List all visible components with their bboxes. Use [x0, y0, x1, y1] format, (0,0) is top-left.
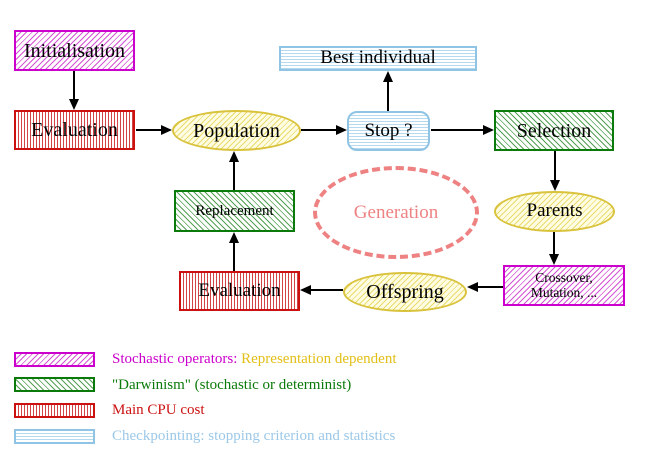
arrowhead-down-icon [549, 254, 559, 265]
arrowhead-right-icon [336, 125, 347, 135]
legend-item-stochastic-operators: Stochastic operators: Representation dep… [112, 351, 397, 368]
arrowhead-up-icon [229, 232, 239, 243]
legend-swatch-green-diagonal-hatch [14, 377, 95, 392]
legend-item-main-cpu-cost: Main CPU cost [112, 402, 205, 418]
legend-item-checkpointing: Checkpointing: stopping criterion and st… [112, 428, 396, 444]
arrow-parents-to-crossover [553, 232, 555, 255]
node-selection: Selection [494, 110, 614, 151]
arrow-stop-to-best-individual [387, 82, 389, 111]
arrowhead-down-icon [69, 99, 79, 110]
generation-loop-ellipse: Generation [313, 166, 479, 259]
node-replacement: Replacement [174, 190, 295, 232]
legend-swatch-red-vertical-stripes [14, 403, 95, 418]
arrow-replacement-to-population [233, 162, 235, 190]
node-parents: Parents [494, 191, 615, 232]
arrowhead-left-icon [467, 282, 478, 292]
arrow-selection-to-parents [554, 151, 556, 181]
arrow-population-to-stop [301, 129, 337, 131]
arrowhead-left-icon [300, 285, 311, 295]
crossover-label-line1: Crossover, [535, 269, 593, 285]
arrow-stop-to-selection [431, 129, 484, 131]
node-population: Population [172, 110, 301, 151]
legend-label-secondary: Representation dependent [241, 351, 397, 367]
arrowhead-up-icon [229, 151, 239, 162]
node-stop: Stop ? [347, 111, 430, 151]
node-evaluation-bottom: Evaluation [179, 271, 300, 311]
arrow-offspring-to-evaluation [311, 289, 343, 291]
arrowhead-right-icon [483, 125, 494, 135]
arrowhead-down-icon [550, 180, 560, 191]
node-best-individual: Best individual [279, 46, 477, 71]
arrow-crossover-to-offspring [478, 286, 503, 288]
legend-label: Stochastic operators: [112, 351, 238, 367]
arrowhead-right-icon [161, 125, 172, 135]
arrow-evaluation-to-population [136, 129, 162, 131]
node-initialisation: Initialisation [14, 30, 135, 71]
legend-item-darwinism: "Darwinism" (stochastic or determinist) [112, 377, 352, 393]
legend-swatch-magenta-diagonal-hatch [14, 352, 95, 367]
crossover-label-line2: Mutation, ... [530, 284, 598, 300]
node-crossover-mutation: Crossover, Mutation, ... [503, 265, 625, 306]
arrow-evaluation-to-replacement [233, 243, 235, 271]
legend-swatch-blue-horizontal-stripes [14, 429, 95, 444]
node-evaluation-top: Evaluation [14, 110, 135, 150]
arrowhead-up-icon [383, 71, 393, 82]
node-offspring: Offspring [343, 272, 467, 312]
arrow-initialisation-to-evaluation [73, 71, 75, 101]
